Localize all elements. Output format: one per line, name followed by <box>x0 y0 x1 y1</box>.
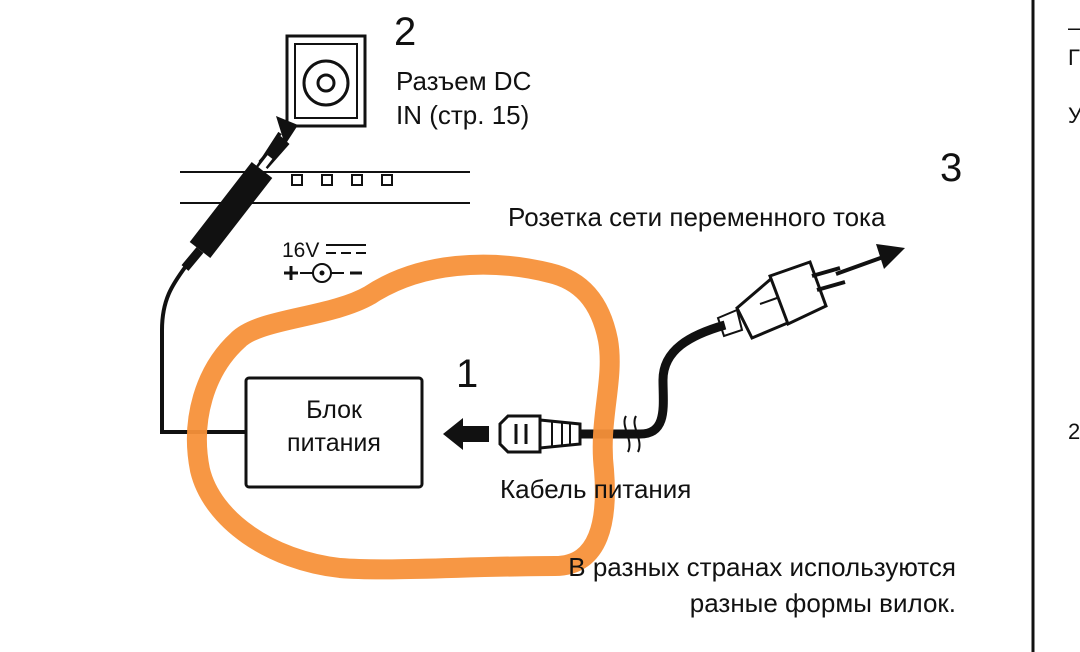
power-adapter-box <box>244 376 424 489</box>
power-adapter-label-line1: Блок <box>306 396 362 424</box>
power-cord-label: Кабель питания <box>500 474 692 504</box>
dc-cable <box>160 264 246 434</box>
edge-glyph-1: – <box>1068 15 1080 40</box>
dc-in-jack-icon <box>285 34 367 128</box>
edge-glyph-4: 2 <box>1068 419 1080 444</box>
power-cord <box>580 320 727 439</box>
polarity-symbol-icon <box>284 244 366 283</box>
voltage-label: 16V <box>282 239 320 262</box>
note-line1: В разных странах используются <box>568 552 956 582</box>
edge-glyph-2: Г <box>1068 45 1080 70</box>
ac-outlet-label: Розетка сети переменного тока <box>508 202 886 232</box>
ac-plug-icon <box>716 260 846 340</box>
dc-in-label-line2: IN (стр. 15) <box>396 100 530 130</box>
dc-in-label-line1: Разъем DC <box>396 66 532 96</box>
step-2-number: 2 <box>394 10 417 54</box>
instrument-panel <box>180 171 470 204</box>
arrow-up-right-icon <box>835 244 905 276</box>
cord-break-icon <box>623 415 641 453</box>
note-line2: разные формы вилок. <box>689 588 956 618</box>
edge-glyph-3: У <box>1068 103 1080 128</box>
orange-annotation-loop <box>186 254 620 580</box>
step-1-number: 1 <box>456 352 479 396</box>
step-3-number: 3 <box>940 146 963 190</box>
power-adapter-label-line2: питания <box>287 429 381 457</box>
dc-plug-icon <box>181 116 298 271</box>
iec-connector-icon <box>498 414 582 454</box>
arrow-left-icon <box>443 418 489 450</box>
